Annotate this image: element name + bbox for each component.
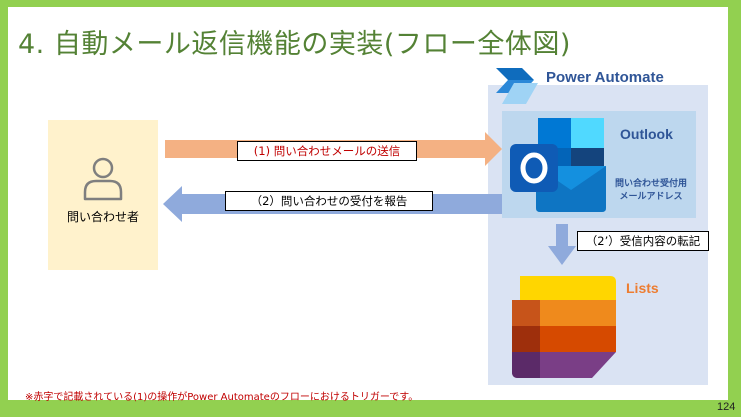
person-icon	[83, 157, 123, 201]
lists-icon	[512, 276, 616, 378]
outlook-title: Outlook	[620, 126, 673, 142]
requester-label: 問い合わせ者	[66, 210, 139, 224]
requester-panel: 問い合わせ者	[48, 120, 158, 270]
trigger-footnote: ※赤字で記載されている(1)の操作がPower Automateのフローにおける…	[25, 392, 419, 403]
lists-title: Lists	[626, 280, 659, 296]
step1-label: (1) 問い合わせメールの送信	[237, 141, 417, 161]
power-automate-icon	[496, 68, 538, 104]
slide-title: 4. 自動メール返信機能の実装(フロー全体図)	[18, 29, 571, 60]
outlook-subtitle-line2: メールアドレス	[619, 192, 683, 202]
step2-label: （2）問い合わせの受付を報告	[225, 191, 433, 211]
outlook-subtitle-line1: 問い合わせ受付用	[614, 179, 687, 189]
outlook-mailbox-label: 問い合わせ受付用 メールアドレス	[606, 178, 696, 204]
page-number: 124	[717, 401, 736, 413]
transfer-arrow	[548, 224, 576, 265]
step3-label: （2’）受信内容の転記	[577, 231, 709, 251]
outlook-icon	[510, 118, 606, 212]
power-automate-title: Power Automate	[546, 69, 664, 86]
